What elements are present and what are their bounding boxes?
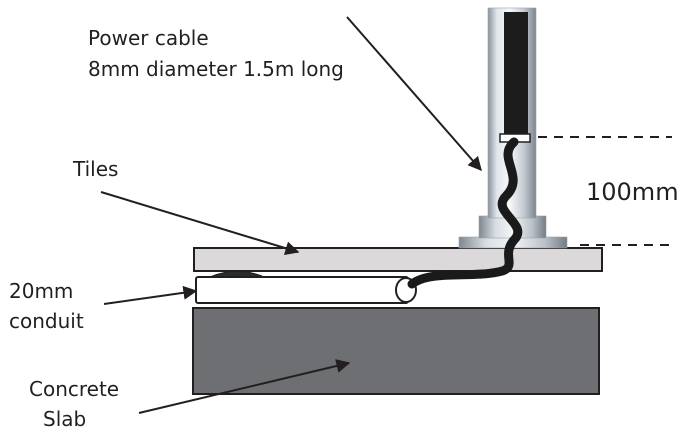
tiles-label: Tiles	[72, 157, 118, 181]
conduit-arrow	[103, 285, 198, 305]
conduit	[195, 270, 417, 304]
power-cable-spec-label: 8mm diameter 1.5m long	[88, 57, 344, 81]
power-cable-arrow	[346, 16, 482, 172]
tiles-arrow	[100, 191, 300, 256]
concrete-slab	[192, 307, 600, 395]
power-cable	[407, 137, 523, 289]
bollard-pole	[458, 7, 568, 249]
tile-layer	[193, 247, 603, 272]
slab-label-line1: Concrete	[29, 377, 119, 401]
conduit-label: conduit	[9, 309, 84, 333]
power-cable-label: Power cable	[88, 26, 209, 50]
dimension-label: 100mm	[586, 178, 679, 206]
slab-arrow	[138, 359, 351, 414]
conduit-size-label: 20mm	[9, 279, 73, 303]
slab-label-line2: Slab	[43, 407, 86, 431]
